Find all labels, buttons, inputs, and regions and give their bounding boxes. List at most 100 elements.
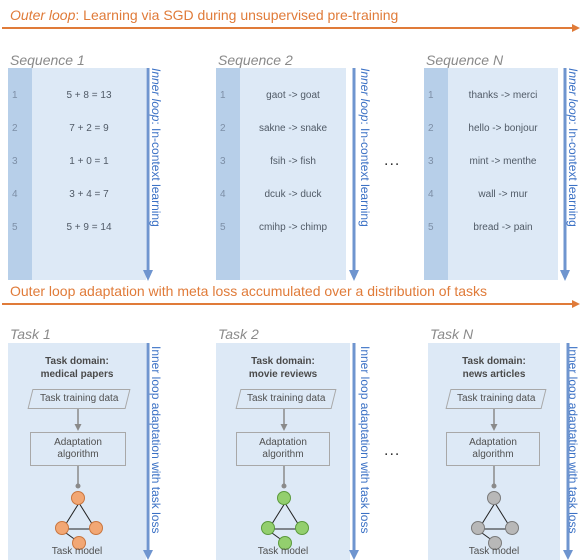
- row-index: 2: [12, 123, 18, 134]
- graph-node: [261, 521, 275, 535]
- task-model-label: Task model: [51, 546, 103, 557]
- task-model-label: Task model: [468, 546, 520, 557]
- row-index: 4: [428, 189, 434, 200]
- task-training-data-box: Task training data: [27, 389, 131, 409]
- graph-node: [295, 521, 309, 535]
- task-column-n: Task N Task domain:news articles Task tr…: [428, 326, 581, 560]
- inner-loop-label: Inner loop: In-context learning: [566, 68, 580, 227]
- sequence-example: 7 + 2 = 9: [69, 123, 109, 134]
- task-inner-loop-label: Inner loop adaptation with task loss: [149, 346, 163, 534]
- flow-arrow: [490, 409, 498, 431]
- flow-arrow: [491, 466, 497, 489]
- sequence-index-strip: [216, 68, 240, 280]
- task-model-graph: [471, 491, 519, 550]
- sequence-column-1: Sequence 1 1 5 + 8 = 13 2 7 + 2 = 9 3 1 …: [8, 52, 208, 282]
- task-model-label: Task model: [257, 546, 309, 557]
- flow-arrow: [75, 466, 81, 489]
- task-ellipsis: ...: [384, 442, 401, 459]
- flow-arrow: [280, 409, 288, 431]
- sequence-example: wall -> mur: [478, 189, 528, 200]
- row-index: 1: [428, 90, 434, 101]
- inner-loop-arrow: [143, 68, 153, 281]
- task-training-data-box: Task training data: [235, 389, 337, 409]
- sequence-title: Sequence 2: [218, 52, 293, 68]
- row-index: 5: [12, 222, 18, 233]
- sequence-panel: [8, 68, 146, 280]
- row-index: 2: [220, 123, 226, 134]
- row-index: 5: [220, 222, 226, 233]
- task-training-data-box: Task training data: [445, 389, 547, 409]
- outer-loop-banner-bottom: Outer loop adaptation with meta loss acc…: [10, 283, 488, 299]
- row-index: 2: [428, 123, 434, 134]
- sequence-example: mint -> menthe: [469, 156, 537, 167]
- inner-loop-arrow: [563, 343, 573, 560]
- sequence-index-strip: [8, 68, 32, 280]
- inner-loop-arrow: [349, 343, 359, 560]
- inner-loop-label: Inner loop: In-context learning: [358, 68, 372, 227]
- sequence-example: cmihp -> chimp: [258, 222, 328, 233]
- row-index: 4: [12, 189, 18, 200]
- row-index: 4: [220, 189, 226, 200]
- sequence-example: dcuk -> duck: [264, 189, 322, 200]
- row-index: 3: [428, 156, 434, 167]
- sequence-example: 5 + 9 = 14: [66, 222, 112, 233]
- outer-loop-description: : Learning via SGD during unsupervised p…: [75, 7, 399, 23]
- sequence-title: Sequence 1: [10, 52, 85, 68]
- graph-node: [505, 521, 519, 535]
- inner-loop-arrow: [349, 68, 359, 281]
- outer-loop-banner-top: Outer loop: Learning via SGD during unsu…: [10, 7, 398, 23]
- task-domain: Task domain:movie reviews: [248, 356, 318, 380]
- graph-node: [488, 536, 502, 550]
- outer-loop-arrow-bottom: [2, 300, 580, 308]
- graph-node: [55, 521, 69, 535]
- graph-node: [89, 521, 103, 535]
- outer-loop-label: Outer loop: [10, 7, 76, 23]
- graph-node: [487, 491, 501, 505]
- outer-loop-arrow-top: [2, 24, 580, 32]
- row-index: 3: [12, 156, 18, 167]
- sequence-column-n: Sequence N 1 thanks -> merci 2 hello -> …: [424, 52, 581, 282]
- row-index: 5: [428, 222, 434, 233]
- task-column-1: Task 1 Task domain:medical papers Task t…: [8, 326, 208, 560]
- task-column-2: Task 2 Task domain:movie reviews Task tr…: [216, 326, 416, 560]
- sequence-example: 3 + 4 = 7: [69, 189, 109, 200]
- sequence-example: 1 + 0 = 1: [69, 156, 109, 167]
- task-inner-loop-label: Inner loop adaptation with task loss: [358, 346, 372, 534]
- sequence-example: sakne -> snake: [258, 123, 328, 134]
- sequence-panel: [216, 68, 346, 280]
- task-title: Task 2: [218, 326, 259, 342]
- sequence-example: gaot -> goat: [266, 90, 320, 101]
- sequence-example: 5 + 8 = 13: [66, 90, 112, 101]
- task-model-graph: [55, 491, 103, 550]
- sequence-title: Sequence N: [426, 52, 504, 68]
- task-domain: Task domain:medical papers: [40, 356, 114, 380]
- sequence-example: hello -> bonjour: [468, 123, 538, 134]
- row-index: 1: [12, 90, 18, 101]
- graph-node: [72, 536, 86, 550]
- graph-node: [278, 536, 292, 550]
- sequence-example: thanks -> merci: [468, 90, 538, 101]
- graph-node: [471, 521, 485, 535]
- sequence-example: bread -> pain: [473, 222, 533, 233]
- graph-node: [71, 491, 85, 505]
- inner-loop-arrow: [143, 343, 153, 560]
- task-model-graph: [261, 491, 309, 550]
- flow-arrow: [74, 409, 82, 431]
- sequence-panel: [424, 68, 558, 280]
- row-index: 3: [220, 156, 226, 167]
- task-title: Task 1: [10, 326, 51, 342]
- inner-loop-arrow: [560, 68, 570, 281]
- row-index: 1: [220, 90, 226, 101]
- sequence-column-2: Sequence 2 1 gaot -> goat 2 sakne -> sna…: [216, 52, 416, 282]
- inner-loop-label: Inner loop: In-context learning: [149, 68, 163, 227]
- sequence-index-strip: [424, 68, 448, 280]
- sequence-ellipsis: ...: [384, 152, 401, 169]
- task-domain: Task domain:news articles: [462, 356, 526, 380]
- graph-node: [277, 491, 291, 505]
- task-title: Task N: [430, 326, 474, 342]
- flow-arrow: [281, 466, 287, 489]
- sequence-example: fsih -> fish: [270, 156, 316, 167]
